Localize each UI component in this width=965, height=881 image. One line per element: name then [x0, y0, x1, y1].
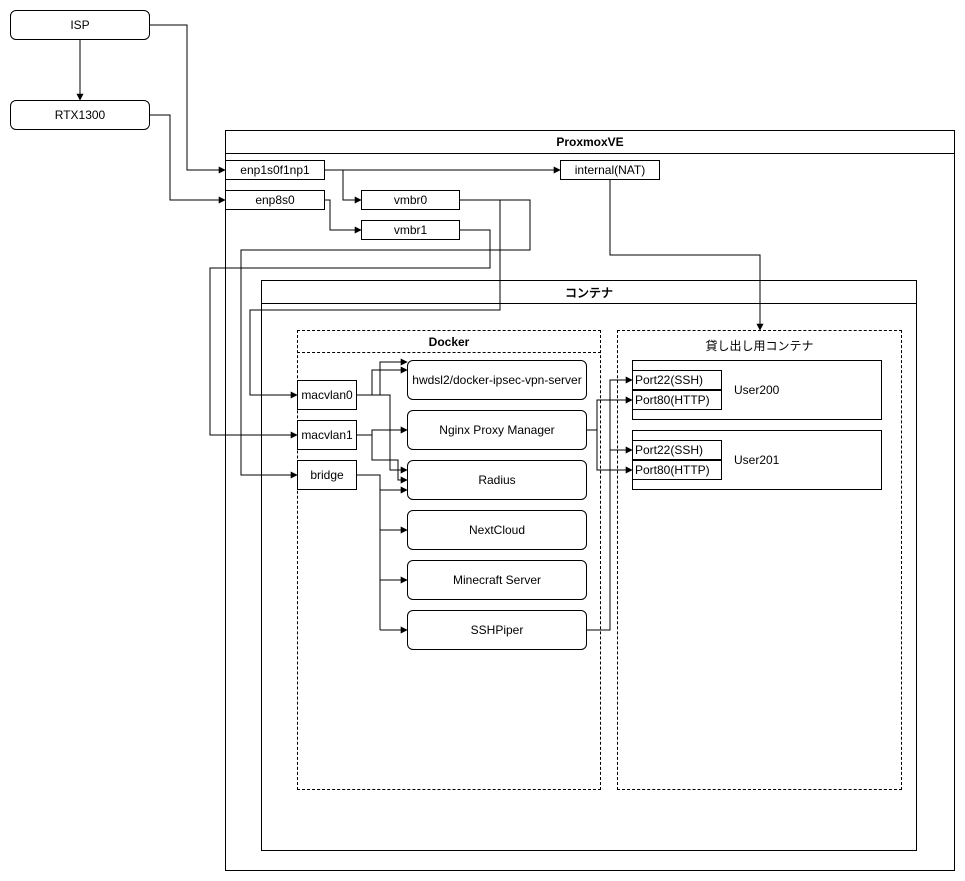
user201-port22: Port22(SSH): [632, 440, 722, 460]
edge-rtx-enp8: [150, 114, 226, 204]
internal-nat-node: internal(NAT): [560, 160, 660, 180]
enp1s0f1np1-node: enp1s0f1np1: [225, 160, 325, 180]
edge-macvlan1-nginx: [357, 426, 408, 436]
user201-port80: Port80(HTTP): [632, 460, 722, 480]
docker-group: [297, 330, 601, 790]
edge-bridge-trunk: [357, 474, 381, 630]
vmbr1-node: vmbr1: [361, 220, 460, 240]
proxmox-title: ProxmoxVE: [225, 130, 955, 154]
edge-nat-rental: [609, 180, 764, 331]
edge-isp-enp1: [150, 24, 226, 174]
edge-macvlan0-radius: [357, 394, 408, 474]
docker-title: Docker: [428, 335, 470, 349]
service-sshpiper: SSHPiper: [407, 610, 587, 650]
edge-macvlan1-radius: [371, 435, 408, 484]
edge-nginx-user200-http: [587, 396, 633, 431]
edge-vmbr1-macvlan1: [209, 229, 491, 439]
docker-divider: [297, 352, 601, 353]
edge-nginx-user201-http: [596, 430, 633, 474]
vmbr0-node: vmbr0: [361, 190, 460, 210]
service-minecraft-server: Minecraft Server: [407, 560, 587, 600]
edge-enp8-vmbr1: [325, 199, 362, 234]
service-vpn-server: hwdsl2/docker-ipsec-vpn-server: [407, 360, 587, 400]
macvlan1-node: macvlan1: [297, 420, 357, 450]
service-radius: Radius: [407, 460, 587, 500]
user200-label: User200: [734, 383, 780, 397]
service-nextcloud: NextCloud: [407, 510, 587, 550]
enp8s0-node: enp8s0: [225, 190, 325, 210]
rental-title: 貸し出し用コンテナ: [705, 339, 814, 353]
user201-label: User201: [734, 453, 780, 467]
edge-macvlan0-vpn2: [372, 358, 408, 396]
edge-vmbr0-bridge: [240, 199, 531, 479]
container-title: コンテナ: [261, 280, 917, 304]
rtx1300-node: RTX1300: [10, 100, 150, 130]
edge-sshpiper-user200-ssh: [587, 376, 633, 631]
user200-port22: Port22(SSH): [632, 370, 722, 390]
edge-enp1-vmbr0: [342, 170, 362, 204]
service-nginx-proxy-manager: Nginx Proxy Manager: [407, 410, 587, 450]
edge-macvlan0-vpn: [357, 366, 408, 396]
macvlan0-node: macvlan0: [297, 380, 357, 410]
bridge-node: bridge: [297, 460, 357, 490]
user200-port80: Port80(HTTP): [632, 390, 722, 410]
isp-node: ISP: [10, 10, 150, 40]
